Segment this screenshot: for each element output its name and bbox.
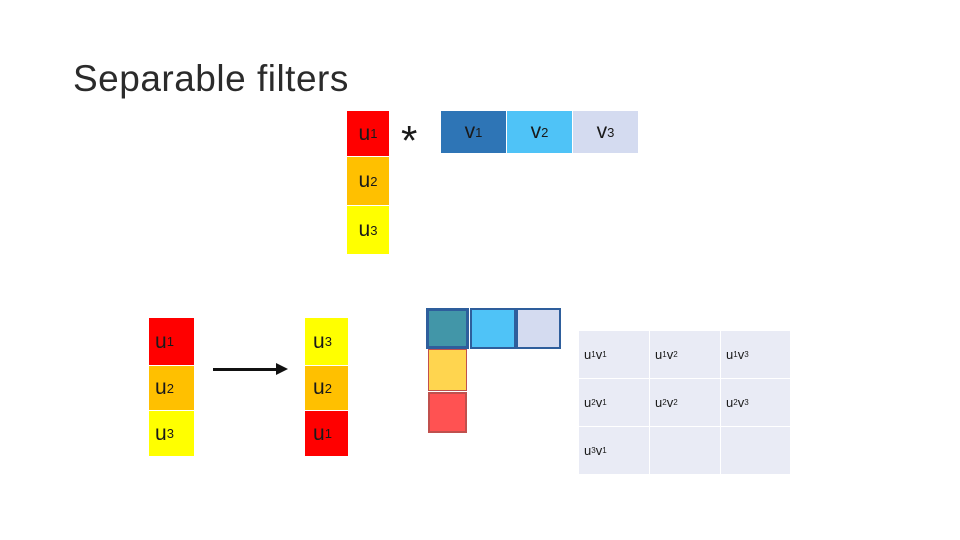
label: u <box>313 329 325 353</box>
result-cell-row1-col1 <box>426 308 469 349</box>
v-term: v <box>737 347 745 362</box>
subscript: 3 <box>166 426 174 441</box>
label: u <box>358 169 371 192</box>
v-term: v <box>666 395 674 410</box>
label: u <box>155 376 167 399</box>
v-term: v <box>666 347 674 362</box>
v-sub: 3 <box>744 398 749 407</box>
slide-title: Separable filters <box>73 58 349 99</box>
result-cell-row1-col3 <box>516 308 561 349</box>
label: u <box>358 218 371 241</box>
label: u <box>358 121 371 145</box>
subscript: 3 <box>607 124 615 140</box>
arrow-shaft <box>213 368 279 371</box>
u-sub: 2 <box>662 398 667 407</box>
u-term: u <box>584 443 592 458</box>
subscript: 2 <box>370 173 378 189</box>
v-sub: 2 <box>673 350 678 359</box>
label: u <box>155 421 167 445</box>
v-sub: 2 <box>673 398 678 407</box>
result-cell-row2-col1 <box>428 349 467 391</box>
label: u <box>155 329 167 353</box>
v-sub: 3 <box>744 350 749 359</box>
u-sub: 2 <box>733 398 738 407</box>
subscript: 3 <box>370 222 378 238</box>
table-cell-r3c2-empty <box>650 427 720 474</box>
subscript: 1 <box>166 334 174 349</box>
subscript: 2 <box>324 380 332 396</box>
u-term: u <box>584 347 592 362</box>
convolution-operator: * <box>401 117 418 164</box>
v-sub: 1 <box>602 350 607 359</box>
table-cell-r3c3-empty <box>721 427 790 474</box>
label: v <box>464 120 476 143</box>
subscript: 1 <box>475 124 483 140</box>
label: v <box>596 120 608 143</box>
v-term: v <box>737 395 745 410</box>
u-term: u <box>726 347 734 362</box>
u-sub: 1 <box>662 350 667 359</box>
u-term: u <box>726 395 734 410</box>
v-term: v <box>595 395 603 410</box>
u-term: u <box>655 395 663 410</box>
arrow-right-icon <box>276 363 288 375</box>
subscript: 2 <box>166 380 174 396</box>
subscript: 3 <box>324 334 332 349</box>
v-sub: 1 <box>602 446 607 455</box>
u-term: u <box>655 347 663 362</box>
subscript: 2 <box>541 124 549 140</box>
subscript: 1 <box>324 426 332 441</box>
label: v <box>530 120 542 143</box>
label: u <box>313 376 325 399</box>
u-sub: 3 <box>591 446 596 455</box>
u-term: u <box>584 395 592 410</box>
u-sub: 1 <box>733 350 738 359</box>
v-term: v <box>595 347 603 362</box>
u-sub: 1 <box>591 350 596 359</box>
result-cell-row3-col1 <box>428 392 467 433</box>
v-sub: 1 <box>602 398 607 407</box>
result-cell-row1-col2 <box>470 308 516 349</box>
v-term: v <box>595 443 603 458</box>
label: u <box>313 421 325 445</box>
u-sub: 2 <box>591 398 596 407</box>
subscript: 1 <box>370 126 378 141</box>
